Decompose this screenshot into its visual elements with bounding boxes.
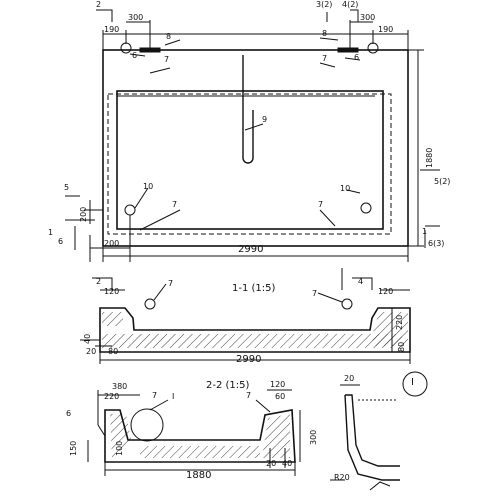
- detail-mark-circle: [402, 371, 428, 397]
- plan-inner-tray: [116, 90, 384, 230]
- hole-top-left: [120, 42, 132, 54]
- plan-dashed-edge: [107, 93, 392, 235]
- plan-outline: [102, 49, 409, 247]
- detail-I: [330, 371, 428, 491]
- hole-bottom-left: [124, 204, 136, 216]
- section-1-hatch: [102, 334, 402, 348]
- hole-bottom-right: [360, 202, 372, 214]
- section-2-2: [87, 389, 301, 476]
- drain-channel: [242, 55, 254, 164]
- section-1-1: [80, 268, 411, 364]
- section-1-profile: [99, 307, 411, 353]
- detail-callout-circle: [130, 408, 164, 442]
- plan-view: [65, 9, 440, 262]
- hole-top-right: [367, 42, 379, 54]
- detail-profile: [344, 394, 400, 481]
